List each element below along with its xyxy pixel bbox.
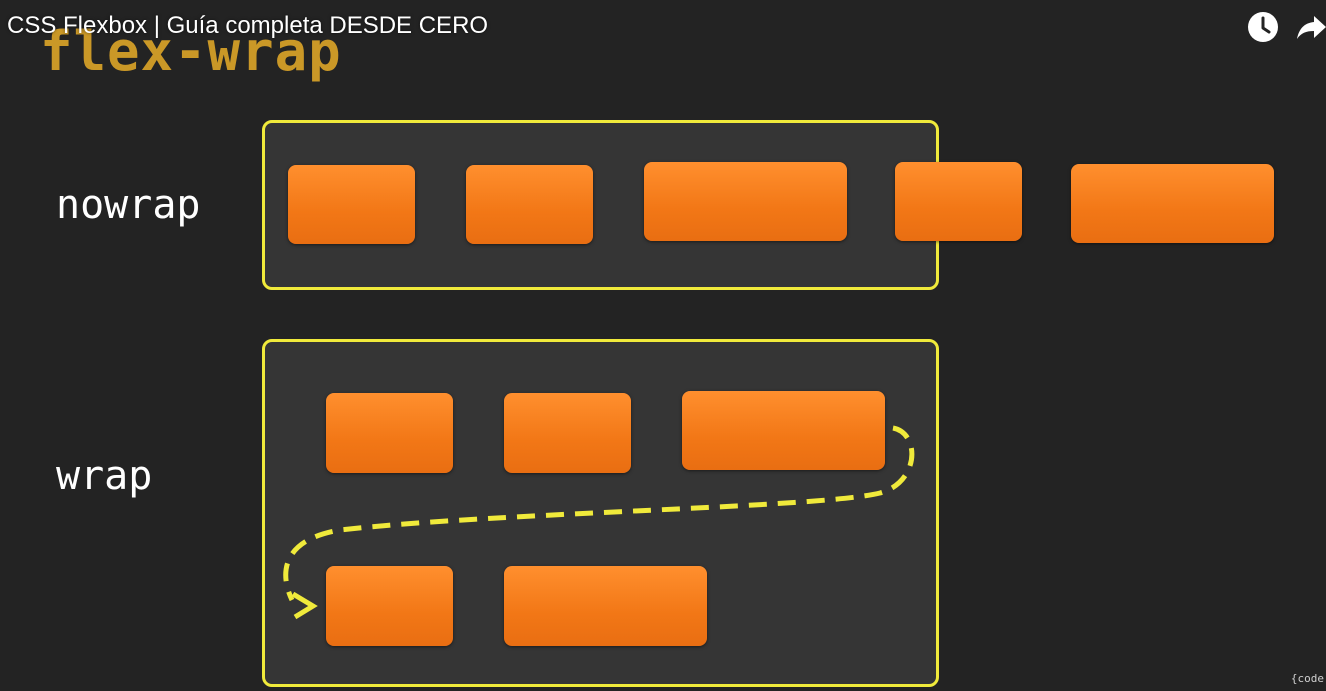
nowrap-item-2: [466, 165, 593, 244]
wrap-item-3: [682, 391, 885, 470]
channel-watermark: {code: [1290, 672, 1324, 685]
video-title[interactable]: CSS Flexbox | Guía completa DESDE CERO: [7, 12, 489, 39]
share-arrow-icon: [1297, 16, 1326, 39]
nowrap-item-1: [288, 165, 415, 244]
nowrap-item-3: [644, 162, 847, 241]
clock-icon: [1248, 12, 1278, 42]
row-label-nowrap: nowrap: [56, 182, 201, 228]
wrap-item-2: [504, 393, 631, 473]
nowrap-item-5: [1071, 164, 1274, 243]
watch-later-button[interactable]: [1246, 10, 1280, 44]
wrap-item-1: [326, 393, 453, 473]
nowrap-item-4: [895, 162, 1022, 241]
share-button[interactable]: [1296, 10, 1326, 44]
wrap-item-4: [326, 566, 453, 646]
slide-heading: flex-wrap: [40, 20, 342, 83]
row-label-wrap: wrap: [56, 453, 153, 499]
wrap-item-5: [504, 566, 707, 646]
